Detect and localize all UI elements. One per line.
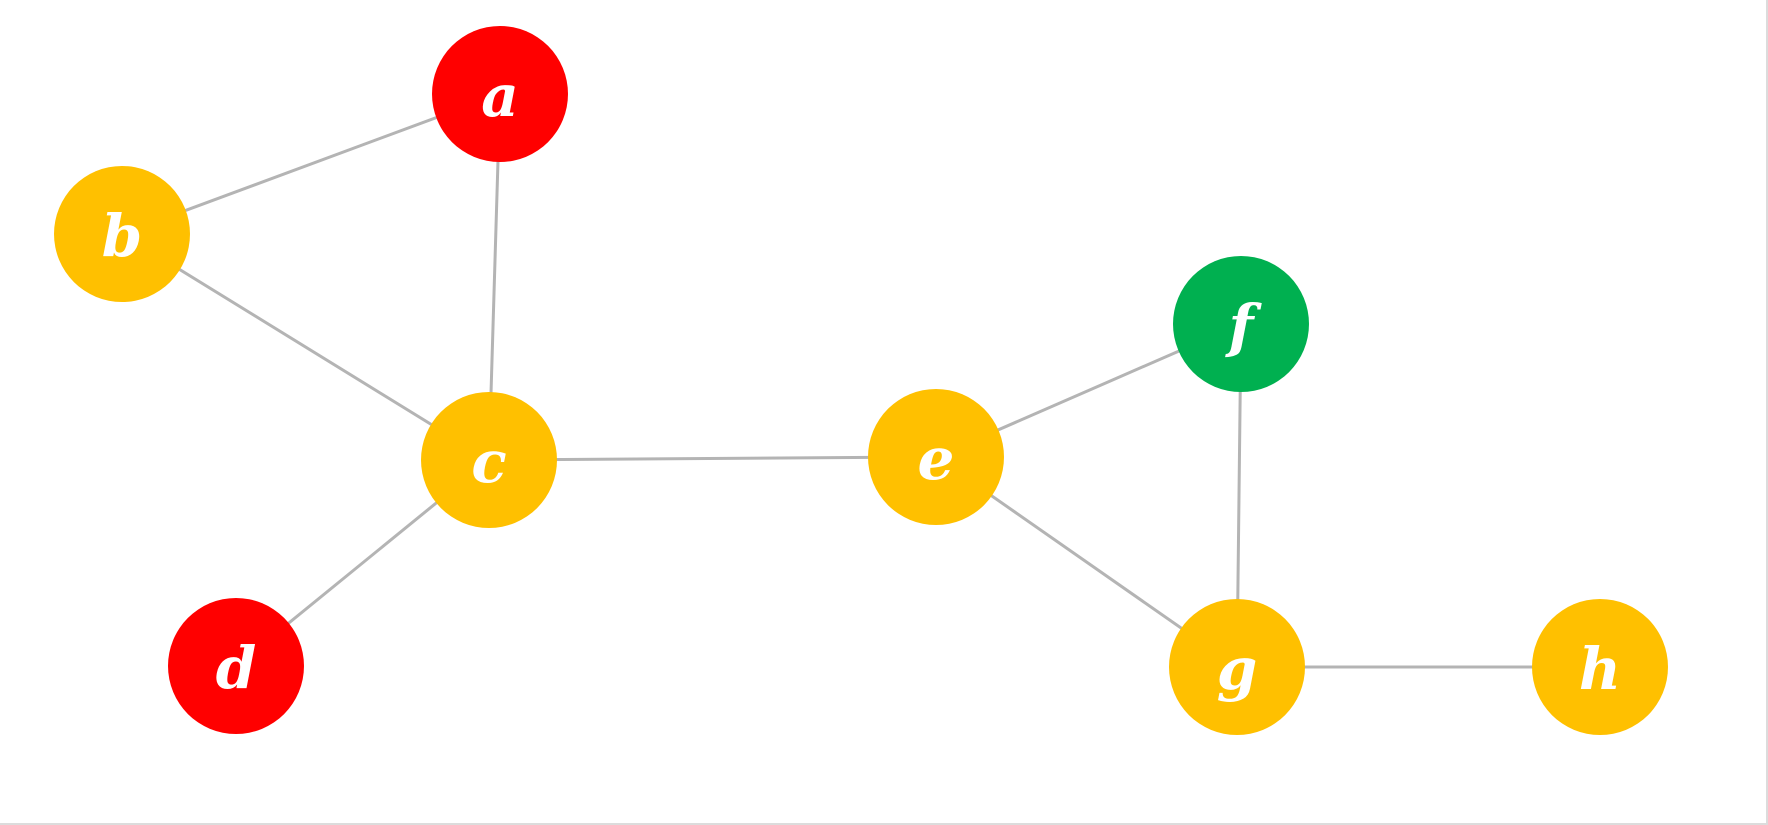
node-b-label: b (102, 202, 143, 270)
node-a-label: a (481, 62, 519, 130)
edges-layer (120, 92, 1602, 669)
nodes-layer: a b c d e f g h (54, 26, 1668, 735)
bottom-frame-edge (0, 823, 1768, 825)
node-a: a (432, 26, 568, 162)
node-e: e (868, 389, 1004, 525)
node-e-label: e (918, 425, 955, 493)
node-h-label: h (1579, 635, 1621, 703)
node-e-circle (868, 389, 1004, 525)
right-frame-edge (1766, 0, 1768, 825)
node-f-circle (1173, 256, 1309, 392)
node-d: d (168, 598, 304, 734)
node-g: g (1169, 599, 1305, 735)
node-b: b (54, 166, 190, 302)
node-c: c (421, 392, 557, 528)
edge-b-c (120, 232, 491, 462)
node-a-circle (432, 26, 568, 162)
node-h: h (1532, 599, 1668, 735)
node-d-label: d (216, 634, 257, 702)
node-d-circle (168, 598, 304, 734)
node-g-circle (1169, 599, 1305, 735)
node-g-label: g (1217, 635, 1258, 703)
node-b-circle (54, 166, 190, 302)
node-f: f (1173, 256, 1309, 392)
edge-c-e (487, 455, 938, 462)
node-h-circle (1532, 599, 1668, 735)
node-c-label: c (471, 428, 506, 496)
node-c-circle (421, 392, 557, 528)
